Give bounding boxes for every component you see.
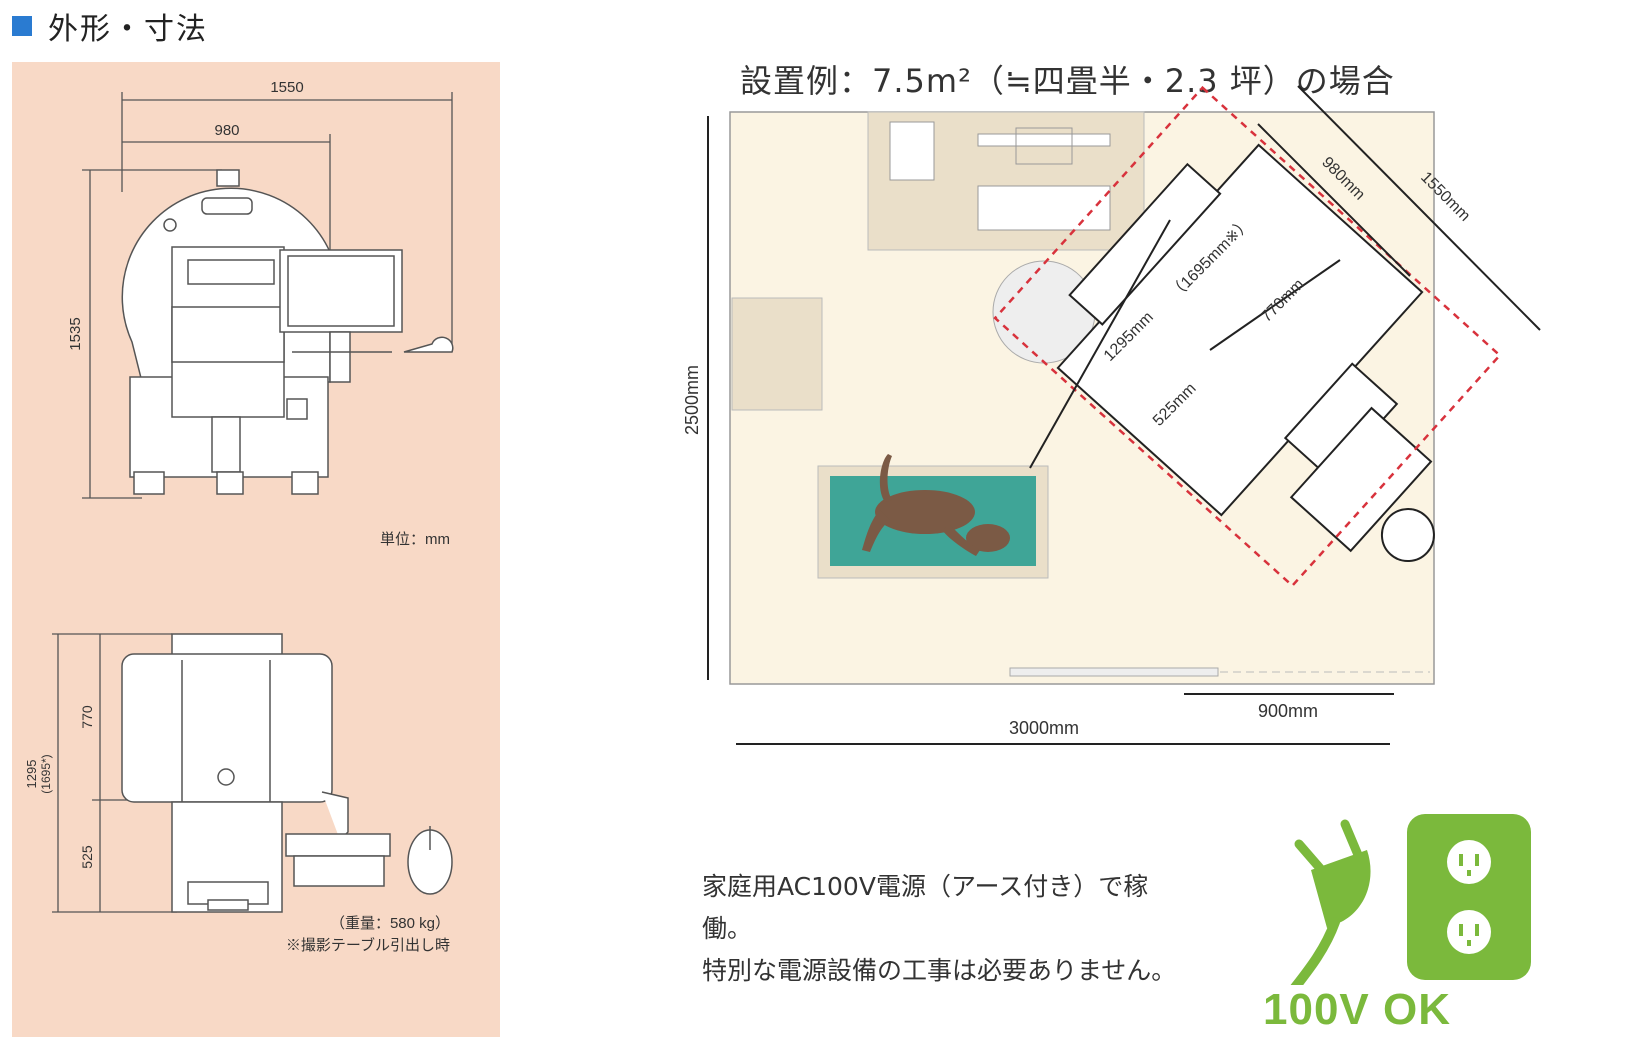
dog-icon (862, 454, 1010, 556)
side-cabinet (731, 297, 823, 411)
layout-title: 設置例：7.5m²（≒四畳半・2.3 坪）の場合 (740, 62, 1395, 100)
dim-depth-top: 770 (79, 705, 95, 729)
power-description: 家庭用AC100V電源（アース付き）で稼 働。 特別な電源設備の工事は必要ありま… (702, 866, 1262, 992)
square-bullet-icon (12, 16, 32, 36)
power-badge: 100V OK (1255, 810, 1650, 1038)
dim-overall-width: 1550 (270, 79, 303, 96)
footnote: ※撮影テーブル引出し時 (286, 936, 450, 954)
section-title: 外形・寸法 (48, 12, 208, 47)
machine-front-view (121, 169, 454, 495)
spec-drawing-panel: 1550 980 1535 単位：mm (12, 62, 500, 1037)
outlet-icon (1407, 814, 1531, 980)
floor-plan-drawing: 2500mm 3000mm 900mm 1550mm 980mm （1695mm… (682, 85, 1541, 745)
dim-depth-total-extended: (1695*) (39, 754, 53, 793)
power-line-1: 家庭用AC100V電源（アース付き）で稼 (702, 872, 1149, 901)
door-slot (1009, 667, 1219, 677)
dim-unit-width: 980 (214, 122, 239, 139)
badge-label: 100V OK (1263, 985, 1451, 1034)
dim-depth-total: 1295 (24, 760, 39, 789)
floor-plan: 2500mm 3000mm 900mm 1550mm 980mm （1695mm… (680, 50, 1645, 800)
power-line-2: 働。 (702, 914, 753, 943)
dim-room-width: 3000mm (1009, 718, 1079, 738)
section-header: 外形・寸法 (12, 6, 208, 47)
dim-door-width: 900mm (1258, 701, 1318, 721)
power-line-3: 特別な電源設備の工事は必要ありません。 (702, 956, 1177, 985)
spec-drawing: 1550 980 1535 単位：mm (24, 79, 454, 954)
footprint-dashed (993, 85, 1502, 588)
dim-height: 1535 (67, 317, 84, 350)
weight-note: （重量：580 kg） (330, 915, 450, 932)
unit-note: 単位：mm (380, 531, 450, 548)
machine-side-view (121, 633, 453, 913)
dim-depth-bottom: 525 (79, 845, 95, 869)
plug-icon (1290, 819, 1371, 985)
dim-room-height: 2500mm (682, 365, 702, 435)
